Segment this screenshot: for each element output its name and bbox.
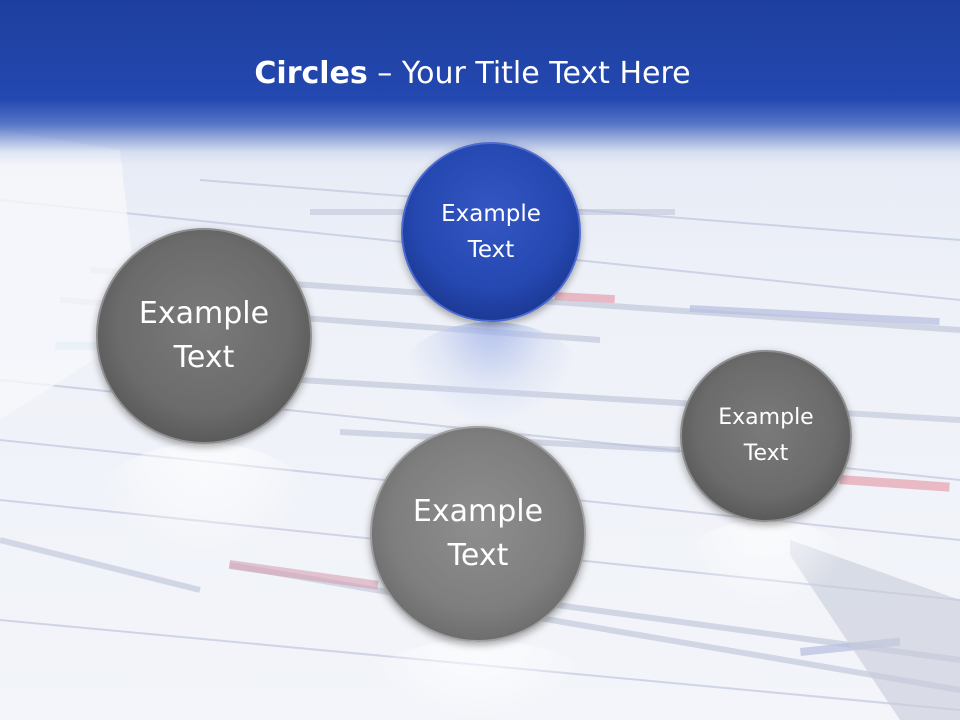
circle-right-line2: Text xyxy=(743,441,789,466)
circle-bottom-line2: Text xyxy=(447,538,509,573)
header-band: Circles – Your Title Text Here xyxy=(0,0,960,165)
circle-left-line2: Text xyxy=(173,340,235,375)
circle-left-line1: Example xyxy=(138,296,270,331)
circle-reflection xyxy=(98,443,310,563)
circle-top[interactable]: Example Text xyxy=(401,142,581,322)
slide-title: Circles – Your Title Text Here xyxy=(0,52,945,96)
circle-right[interactable]: Example Text xyxy=(680,350,852,522)
circle-top-line1: Example xyxy=(441,201,541,227)
circle-bottom[interactable]: Example Text xyxy=(370,426,586,642)
circle-reflection xyxy=(682,520,850,610)
circle-reflection xyxy=(372,640,584,720)
circle-left[interactable]: Example Text xyxy=(96,228,312,444)
circle-reflection xyxy=(403,322,579,422)
title-bold: Circles xyxy=(254,56,368,91)
circle-right-line1: Example xyxy=(718,405,814,430)
circle-bottom-line1: Example xyxy=(412,494,544,529)
title-rest: – Your Title Text Here xyxy=(367,56,691,91)
circle-top-line2: Text xyxy=(467,237,515,263)
